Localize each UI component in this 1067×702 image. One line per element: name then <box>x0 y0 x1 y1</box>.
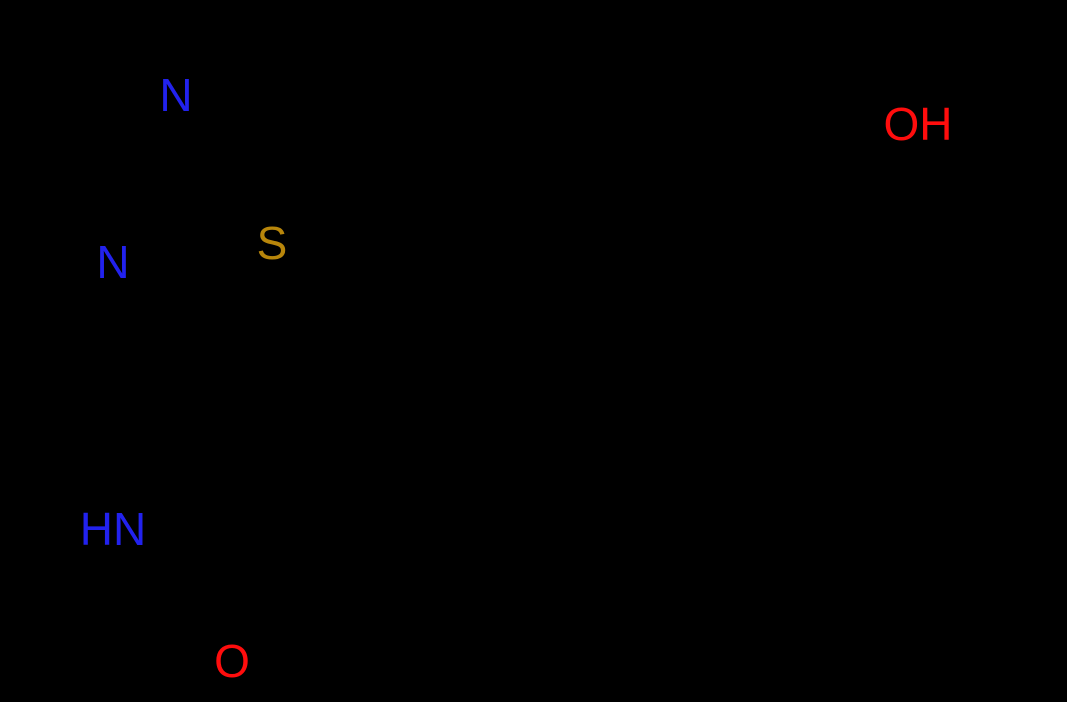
bond-line <box>498 83 602 142</box>
bond-line <box>698 83 802 142</box>
bond-line <box>226 538 234 642</box>
bond-line <box>398 418 502 482</box>
bond-line <box>111 260 152 362</box>
bond-line <box>398 83 502 142</box>
bond-line <box>598 248 702 307</box>
bond-line <box>598 598 702 662</box>
bond-line <box>174 93 198 217</box>
bond-line <box>798 248 902 302</box>
bond-line <box>698 248 802 307</box>
bond-layer <box>58 43 1007 662</box>
bond-line <box>598 83 702 142</box>
bond-line <box>270 241 292 302</box>
bond-line <box>148 508 230 542</box>
bond-line <box>194 213 274 245</box>
bond-line-double-inner <box>153 376 211 422</box>
bond-line <box>111 213 198 264</box>
atom-label-nitrogen: N <box>159 69 192 121</box>
bond-line <box>288 248 402 302</box>
bond-line <box>898 418 1007 472</box>
bond-line <box>998 133 1007 252</box>
bond-line <box>398 598 502 662</box>
bond-line <box>798 418 902 482</box>
bond-line <box>898 248 1002 302</box>
bond-line <box>698 418 802 482</box>
bond-line <box>498 248 602 307</box>
bond-line <box>328 248 402 332</box>
bond-line-double-inner <box>215 554 223 627</box>
atom-label-nitrogen: HN <box>80 503 146 555</box>
atom-label-layer: N N S HN O OH <box>80 69 953 687</box>
atom-label-oxygen: O <box>214 635 250 687</box>
atom-label-nitrogen: N <box>96 236 129 288</box>
bond-line <box>598 418 702 482</box>
atom-label-oxygen: OH <box>884 98 953 150</box>
bond-line <box>148 358 230 422</box>
bond-line <box>498 418 602 482</box>
bond-line <box>58 358 152 432</box>
atom-label-sulfur: S <box>257 217 288 269</box>
bond-line-double-inner <box>166 114 184 200</box>
bond-line <box>398 248 502 307</box>
bond-line <box>698 598 802 662</box>
bond-line <box>226 298 292 422</box>
bond-line <box>798 118 892 142</box>
bond-line <box>60 43 178 97</box>
